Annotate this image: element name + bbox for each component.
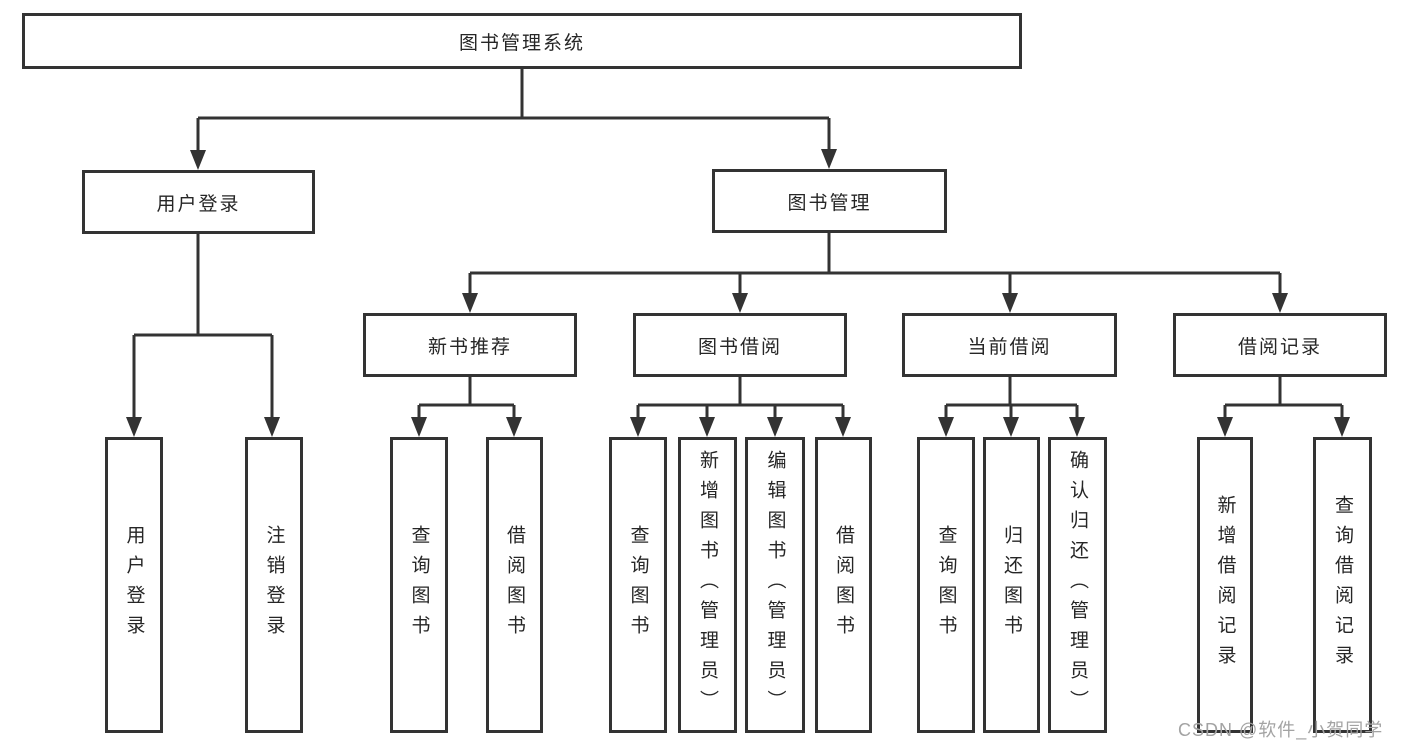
node-book-management: 图书管理	[712, 169, 947, 233]
node-label: 查询图书	[935, 525, 957, 645]
node-leaf-borrow-books-1: 借阅图书	[486, 437, 543, 733]
node-label: 新增借阅记录	[1214, 495, 1236, 675]
node-leaf-logout: 注销登录	[245, 437, 303, 733]
node-leaf-add-books-admin: 新增图书（管理员）	[678, 437, 737, 733]
node-current-borrow: 当前借阅	[902, 313, 1117, 377]
node-label: 新书推荐	[427, 336, 512, 358]
node-user-login: 用户登录	[82, 170, 315, 234]
node-new-book-recommend: 新书推荐	[363, 313, 577, 377]
node-leaf-add-borrow-record: 新增借阅记录	[1197, 437, 1253, 733]
connector-book-borrow-branch	[630, 377, 851, 437]
node-leaf-query-books-1: 查询图书	[390, 437, 448, 733]
node-label: 图书借阅	[697, 336, 782, 358]
connector-current-borrow-branch	[938, 377, 1085, 437]
node-label: 注销登录	[263, 525, 285, 645]
node-leaf-query-books-3: 查询图书	[917, 437, 975, 733]
node-label: 图书管理系统	[458, 32, 585, 54]
node-label: 借阅图书	[833, 525, 854, 645]
node-leaf-user-login: 用户登录	[105, 437, 163, 733]
node-label: 借阅图书	[504, 525, 525, 645]
connector-user-login-branch	[126, 234, 280, 437]
node-book-borrow: 图书借阅	[633, 313, 847, 377]
connector-new-book-branch	[411, 377, 522, 437]
node-leaf-borrow-books-2: 借阅图书	[815, 437, 872, 733]
node-leaf-query-books-2: 查询图书	[609, 437, 667, 733]
connector-borrow-records-branch	[1217, 377, 1350, 437]
node-leaf-query-borrow-record: 查询借阅记录	[1313, 437, 1372, 733]
node-label: 当前借阅	[967, 336, 1052, 358]
node-label: 用户登录	[156, 193, 241, 215]
node-label: 用户登录	[123, 525, 145, 645]
node-label: 归还图书	[1001, 525, 1022, 645]
node-label: 查询图书	[408, 525, 430, 645]
node-label: 确认归还（管理员）	[1067, 450, 1088, 720]
csdn-watermark: CSDN @软件_小贺同学	[1178, 720, 1384, 740]
connector-book-management-branch	[462, 233, 1288, 313]
node-leaf-return-books: 归还图书	[983, 437, 1040, 733]
node-root-system: 图书管理系统	[22, 13, 1022, 69]
node-leaf-edit-books-admin: 编辑图书（管理员）	[745, 437, 805, 733]
connector-root-to-level2	[190, 69, 837, 170]
node-label: 借阅记录	[1237, 336, 1322, 358]
node-leaf-confirm-return-admin: 确认归还（管理员）	[1048, 437, 1107, 733]
node-label: 新增图书（管理员）	[697, 450, 718, 720]
node-label: 查询借阅记录	[1332, 495, 1353, 675]
node-label: 编辑图书（管理员）	[764, 450, 786, 720]
node-label: 查询图书	[627, 525, 649, 645]
node-label: 图书管理	[787, 192, 872, 214]
node-borrow-records: 借阅记录	[1173, 313, 1387, 377]
